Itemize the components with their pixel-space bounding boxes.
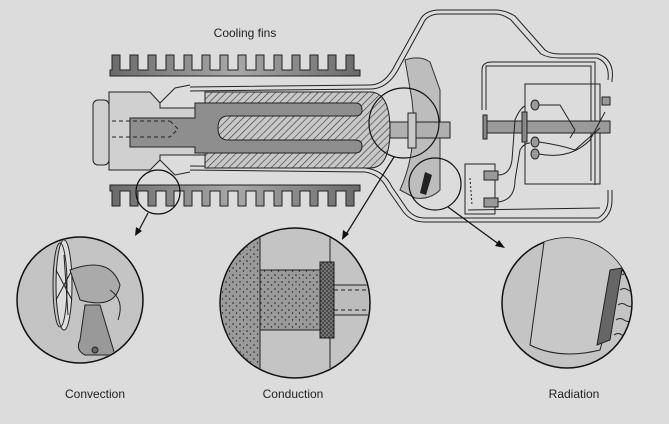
cooling-fins-label: Cooling fins bbox=[213, 26, 277, 40]
focal-track bbox=[420, 172, 432, 195]
convection-inset bbox=[16, 236, 144, 364]
conduction-label: Conduction bbox=[262, 387, 324, 401]
cooling-fins-bottom bbox=[109, 184, 361, 207]
cathode-shaft bbox=[484, 120, 611, 134]
cathode-terminals bbox=[483, 96, 611, 208]
conduction-inset bbox=[219, 227, 371, 379]
radiation-label: Radiation bbox=[548, 387, 600, 401]
convection-label: Convection bbox=[64, 387, 126, 401]
callout-circles bbox=[135, 87, 501, 246]
cooling-fins-top bbox=[109, 54, 361, 77]
anode-assembly bbox=[92, 84, 451, 176]
radiation-inset bbox=[501, 237, 633, 369]
glass-envelope bbox=[189, 9, 613, 223]
